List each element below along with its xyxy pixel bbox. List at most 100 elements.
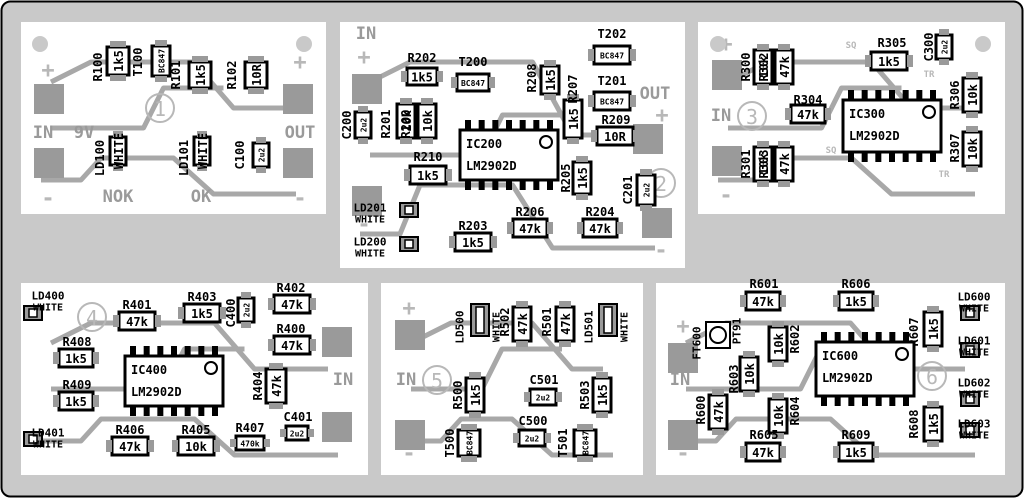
ic-value: LM2902D bbox=[131, 385, 182, 399]
pad bbox=[778, 181, 790, 187]
res-reference: R205 bbox=[559, 164, 573, 193]
pad bbox=[596, 372, 608, 378]
silk-text: NOK bbox=[103, 187, 134, 207]
pad bbox=[451, 77, 457, 88]
res-value: 10k bbox=[185, 440, 207, 454]
res-reference: R204 bbox=[586, 205, 615, 219]
ic-pin bbox=[834, 332, 841, 342]
res-reference: R500 bbox=[451, 381, 465, 410]
ic-value: LM2902D bbox=[822, 371, 873, 385]
ic-pin bbox=[861, 152, 868, 162]
res-reference: R600 bbox=[694, 396, 708, 425]
res-reference: R305 bbox=[878, 36, 907, 50]
silk-text: OUT bbox=[285, 123, 316, 143]
phototransistor-reference: FT600 bbox=[691, 326, 704, 359]
res-value: 10k bbox=[757, 152, 771, 174]
tr-value: BC847 bbox=[158, 49, 167, 73]
ic-pin bbox=[143, 346, 150, 356]
connector-pad bbox=[352, 74, 382, 104]
pad bbox=[93, 352, 99, 364]
res-reference: R602 bbox=[788, 325, 802, 354]
pad bbox=[640, 205, 652, 211]
res-value: 47k bbox=[559, 312, 573, 334]
ic-pin bbox=[848, 90, 854, 100]
mounting-hole bbox=[296, 36, 312, 52]
pad bbox=[588, 49, 594, 61]
res-value: 1k5 bbox=[462, 236, 484, 250]
res-reference: R401 bbox=[123, 298, 152, 312]
connector-pad bbox=[34, 148, 64, 178]
res-reference: R303 bbox=[757, 150, 771, 179]
pad bbox=[567, 138, 579, 144]
connector-pad bbox=[712, 60, 742, 90]
pad bbox=[155, 40, 167, 46]
cap-reference: C400 bbox=[224, 299, 238, 328]
board-number-ring bbox=[145, 93, 175, 123]
res-value: 47k bbox=[778, 152, 792, 174]
board-number-ring bbox=[422, 365, 452, 395]
res-reference: R400 bbox=[277, 322, 306, 336]
pad bbox=[544, 94, 556, 100]
pad bbox=[469, 372, 481, 378]
res-reference: R201 bbox=[379, 110, 393, 139]
pad bbox=[712, 429, 724, 435]
res-reference: R501 bbox=[540, 308, 554, 337]
mounting-hole bbox=[32, 36, 48, 52]
silk-text: SQ bbox=[846, 41, 857, 51]
res-value: 1k5 bbox=[194, 64, 208, 86]
led-color: WHITE bbox=[959, 390, 989, 401]
pad bbox=[873, 295, 879, 307]
pad bbox=[633, 130, 639, 142]
trace bbox=[401, 416, 613, 458]
pad bbox=[155, 76, 167, 82]
res-reference: R208 bbox=[525, 64, 539, 93]
res-reference: R209 bbox=[602, 113, 631, 127]
led-reference: LD602 bbox=[957, 377, 990, 390]
pad bbox=[113, 131, 123, 137]
pad bbox=[778, 141, 790, 147]
cap-value: 2u2 bbox=[258, 148, 267, 163]
res-reference: R607 bbox=[907, 318, 921, 347]
pad bbox=[576, 194, 588, 200]
pad bbox=[966, 112, 978, 118]
pad bbox=[516, 341, 528, 347]
panel-2: 2IN+OUT+--1k5R202BC847T2001k5R208BC847T2… bbox=[340, 22, 685, 268]
pad bbox=[491, 236, 497, 248]
ic-pin bbox=[519, 120, 526, 130]
res-value: 1k5 bbox=[576, 167, 590, 189]
pad bbox=[53, 395, 59, 407]
pad bbox=[421, 98, 433, 104]
tr-value: BC847 bbox=[466, 431, 475, 455]
res-value: 10R bbox=[250, 63, 264, 85]
pad bbox=[113, 315, 119, 327]
res-value: 1k5 bbox=[411, 71, 433, 85]
pad bbox=[178, 307, 184, 319]
res-reference: R207 bbox=[566, 75, 580, 104]
ic-pin bbox=[130, 406, 136, 416]
res-value: 1k5 bbox=[112, 50, 126, 72]
ic-pin1-mark bbox=[895, 347, 909, 361]
connector-pad bbox=[322, 412, 352, 442]
res-reference: R300 bbox=[739, 53, 753, 82]
pad bbox=[461, 456, 477, 462]
pad bbox=[556, 392, 562, 402]
led-reference: LD400 bbox=[31, 290, 64, 303]
pad bbox=[873, 446, 879, 458]
